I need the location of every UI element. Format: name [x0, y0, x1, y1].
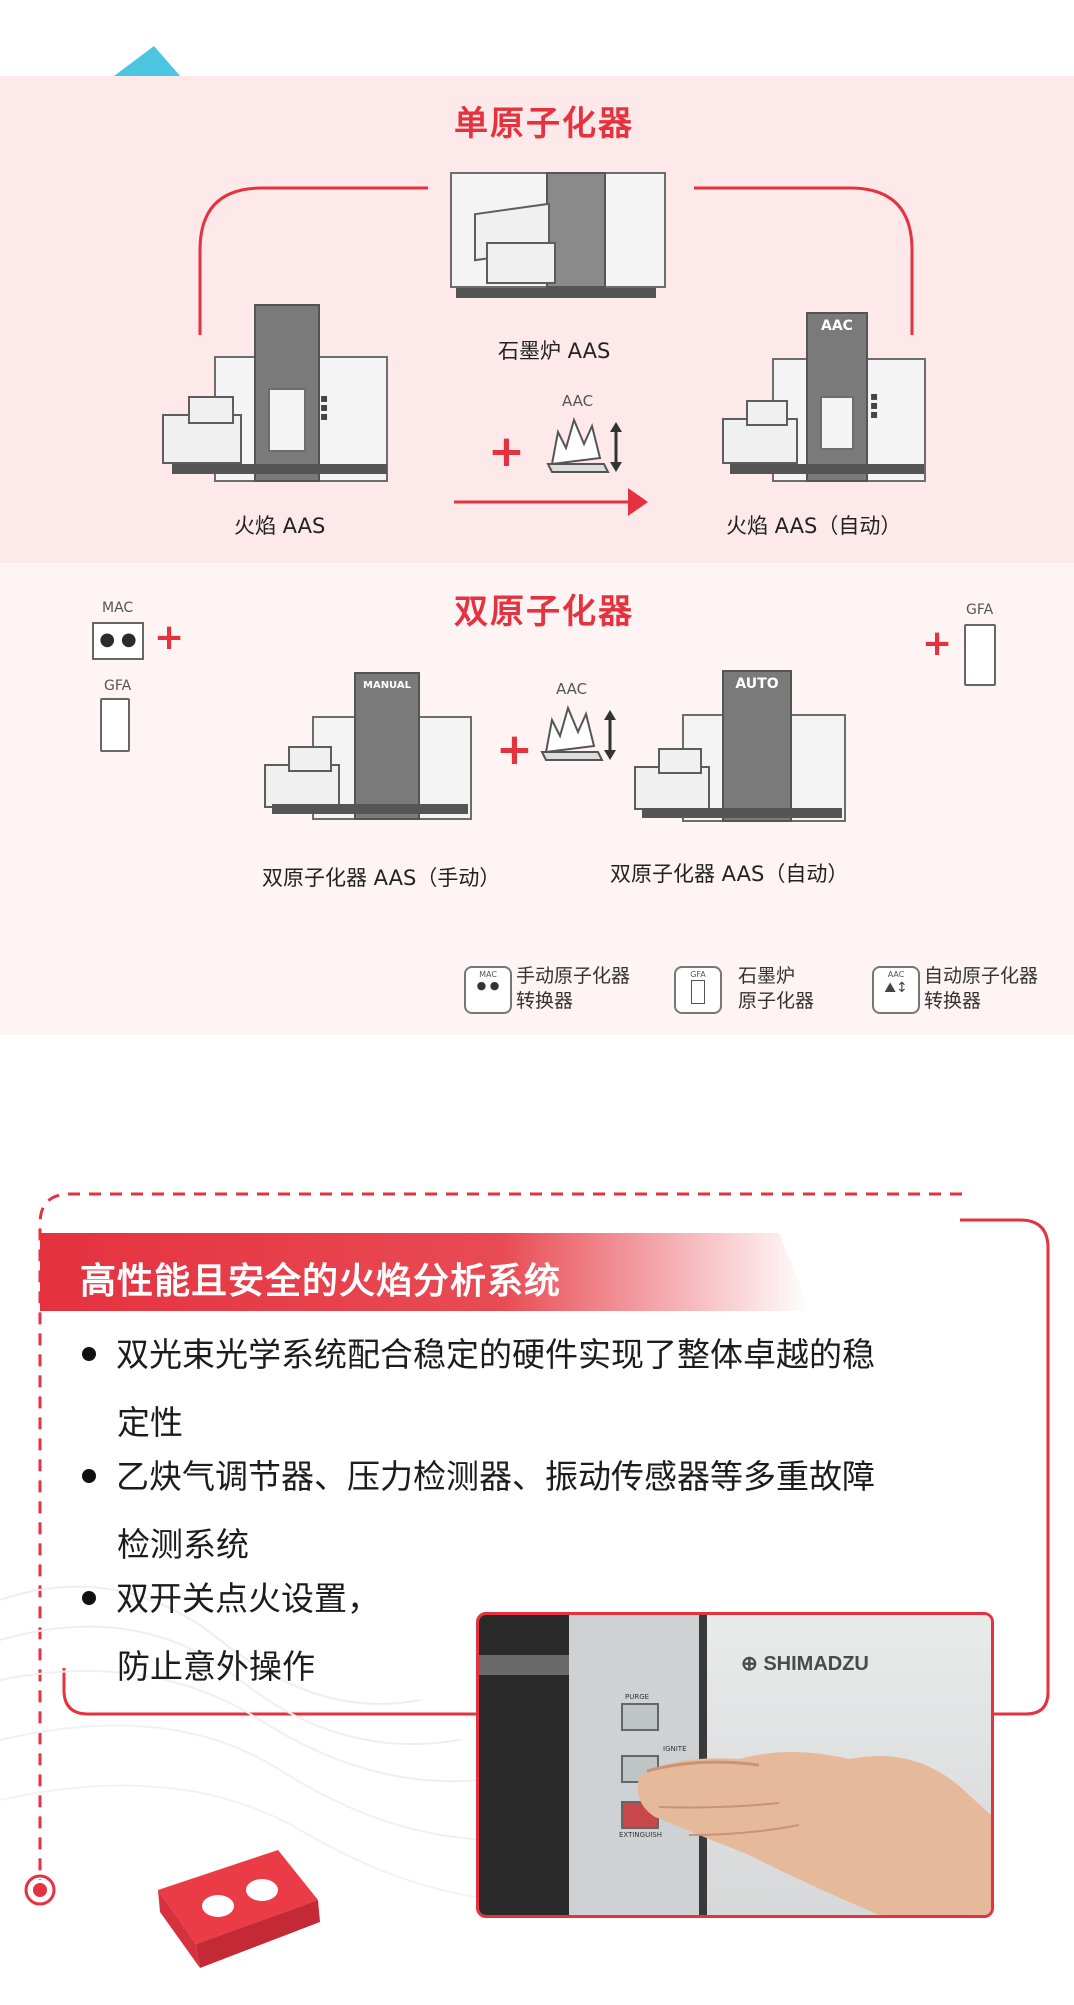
- aac-tower-label: AAC: [821, 318, 853, 334]
- mac-icon: ● ●: [92, 622, 144, 660]
- bullet-dot: [82, 1346, 96, 1361]
- dual-aas-manual-label: 双原子化器 AAS（手动）: [262, 866, 501, 890]
- plus-icon: +: [922, 623, 953, 664]
- dual-aas-manual-illustration: MANUAL: [264, 672, 474, 832]
- flame-aas-illustration: ▪▪▪: [162, 304, 390, 494]
- gfa-right-label: GFA: [966, 602, 994, 618]
- legend-aac-text: 自动原子化器转换器: [924, 965, 1039, 1012]
- manual-tower-label: MANUAL: [363, 680, 411, 691]
- flame-aas-auto-illustration: AAC ▪▪▪: [722, 312, 932, 492]
- feature-frame-lines: [0, 1192, 1050, 1906]
- plus-icon: +: [488, 426, 525, 477]
- bullet-item: 双开关点火设置，: [82, 1568, 1002, 1630]
- flame-burner-icon: [538, 702, 618, 768]
- red-block-icon: [148, 1840, 328, 1980]
- flame-aas-auto-label: 火焰 AAS（自动）: [726, 514, 902, 538]
- bullet-dot: [82, 1590, 96, 1605]
- legend-mac-icon: MAC ● ●: [464, 966, 512, 1014]
- gfa-icon: [100, 698, 130, 752]
- gfa-icon: [964, 624, 996, 686]
- bullet-continuation: 防止意外操作: [117, 1647, 315, 1686]
- plus-icon: +: [154, 617, 185, 658]
- bullet-item: 乙炔气调节器、压力检测器、振动传感器等多重故障: [82, 1446, 1002, 1508]
- bullet-continuation: 检测系统: [117, 1525, 249, 1564]
- graphite-furnace-aas-illustration: [450, 172, 670, 307]
- dual-atomizer-title: 双原子化器: [454, 592, 634, 632]
- flame-burner-icon: [544, 414, 624, 480]
- arrow-right-icon: [628, 488, 648, 516]
- aac-label-dual: AAC: [556, 680, 588, 698]
- purge-button: [621, 1703, 659, 1731]
- auto-tower-label: AUTO: [735, 676, 779, 692]
- dual-atomizer-panel: [0, 563, 1074, 1035]
- dual-aas-auto-label: 双原子化器 AAS（自动）: [610, 862, 849, 886]
- bullet-continuation: 定性: [117, 1403, 183, 1442]
- aac-label-single: AAC: [562, 392, 594, 410]
- plus-icon: +: [496, 724, 533, 775]
- flame-aas-label: 火焰 AAS: [234, 514, 326, 538]
- dual-aas-auto-illustration: AUTO: [634, 670, 848, 834]
- feature-title: 高性能且安全的火焰分析系统: [80, 1261, 562, 1302]
- legend-gfa-text: 石墨炉原子化器: [738, 965, 815, 1012]
- mac-label: MAC: [102, 600, 134, 616]
- legend-mac-text: 手动原子化器转换器: [516, 965, 631, 1012]
- instrument-panel-photo: ⊕ SHIMADZU PURGE IGNITE EXTINGUISH: [476, 1612, 994, 1918]
- bullet-item: 双光束光学系统配合稳定的硬件实现了整体卓越的稳: [82, 1324, 1002, 1386]
- feature-title-band: [40, 1233, 810, 1311]
- legend-aac-icon: AAC ⛰↕: [872, 966, 920, 1014]
- graphite-aas-label: 石墨炉 AAS: [498, 339, 611, 363]
- gfa-left-label: GFA: [104, 678, 132, 694]
- legend-gfa-icon: GFA: [674, 966, 722, 1014]
- shimadzu-logo-icon: ⊕ SHIMADZU: [741, 1653, 869, 1675]
- bullet-dot: [82, 1468, 96, 1483]
- single-atomizer-title: 单原子化器: [454, 104, 634, 144]
